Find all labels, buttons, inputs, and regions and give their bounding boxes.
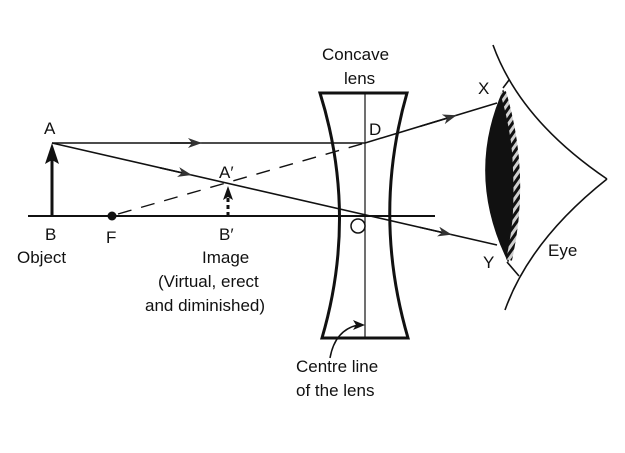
label-F: F bbox=[106, 228, 116, 247]
eye-outline-lower bbox=[504, 178, 608, 311]
centre-line-pointer bbox=[329, 324, 359, 359]
label-lens-2: lens bbox=[344, 69, 375, 88]
eye-lens-hatch-band bbox=[500, 91, 521, 261]
eye-lens bbox=[485, 90, 513, 262]
concave-lens bbox=[317, 91, 411, 340]
centre-line-pointer-head bbox=[353, 320, 365, 330]
eye-lid-lower bbox=[506, 261, 520, 277]
label-centre-line-1: Centre line bbox=[296, 357, 378, 376]
label-Y: Y bbox=[483, 253, 494, 272]
ray-through-centre-arrow-2 bbox=[419, 226, 452, 237]
ray-through-centre-arrow-1 bbox=[159, 167, 192, 177]
focal-point-dot bbox=[107, 211, 117, 221]
label-B-prime: B′ bbox=[219, 225, 234, 244]
label-lens-1: Concave bbox=[322, 45, 389, 64]
label-image-note-1: (Virtual, erect bbox=[158, 272, 259, 291]
object-arrowhead bbox=[45, 143, 59, 164]
label-A: A bbox=[44, 119, 56, 138]
label-eye: Eye bbox=[548, 241, 577, 260]
label-object: Object bbox=[17, 248, 66, 267]
label-B: B bbox=[45, 225, 56, 244]
ray-refracted-upper-arrow bbox=[419, 114, 457, 128]
label-image-note-2: and diminished) bbox=[145, 296, 265, 315]
label-image: Image bbox=[202, 248, 249, 267]
eye-lid-upper bbox=[502, 79, 510, 89]
image-arrowhead bbox=[223, 186, 233, 200]
label-D: D bbox=[369, 120, 381, 139]
virtual-ray-dashed bbox=[117, 142, 366, 215]
label-centre-line-2: of the lens bbox=[296, 381, 374, 400]
eye-outline-upper bbox=[492, 44, 608, 180]
label-X: X bbox=[478, 79, 489, 98]
optical-centre-circle bbox=[350, 218, 366, 234]
label-A-prime: A′ bbox=[219, 163, 234, 182]
